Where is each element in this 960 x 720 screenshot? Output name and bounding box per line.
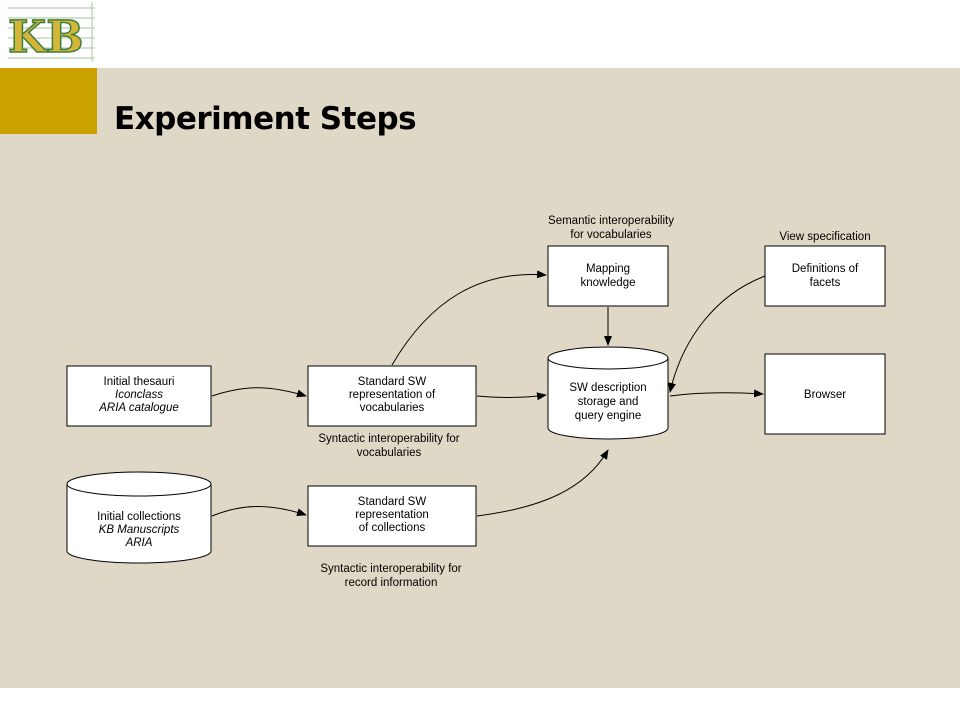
kb-logo: KB [0,0,98,64]
annotation-view-specification: View specification [779,231,870,243]
svg-text:Standard SW: Standard SW [358,376,427,388]
svg-text:Standard SW: Standard SW [358,496,427,508]
svg-text:ARIA: ARIA [125,537,153,549]
title-accent-block [0,68,97,134]
svg-text:record information: record information [345,577,438,589]
edge-vocabularies-to-mapping [391,270,547,366]
svg-text:facets: facets [810,277,841,289]
svg-text:Syntactic interoperability for: Syntactic interoperability for [318,433,459,445]
svg-text:Initial thesauri: Initial thesauri [104,376,175,388]
svg-text:representation of: representation of [349,389,436,401]
svg-text:KB Manuscripts: KB Manuscripts [99,524,180,536]
node-standard-sw-collections: Standard SW representation of collection… [307,485,477,547]
svg-text:ARIA catalogue: ARIA catalogue [98,402,178,414]
svg-text:Initial collections: Initial collections [97,511,181,523]
svg-text:representation: representation [355,509,429,521]
svg-text:vocabularies: vocabularies [360,402,425,414]
node-browser: Browser [764,353,886,435]
svg-text:knowledge: knowledge [581,277,636,289]
svg-text:Semantic interoperability: Semantic interoperability [548,215,674,227]
svg-text:Syntactic interoperability for: Syntactic interoperability for [320,563,461,575]
svg-text:View specification: View specification [779,231,870,243]
annotation-semantic-interoperability: Semantic interoperability for vocabulari… [548,215,674,241]
node-initial-collections: Initial collections KB Manuscripts ARIA [66,471,212,564]
edge-collections-to-collections-rep [211,506,307,517]
annotation-syntactic-vocabularies: Syntactic interoperability for vocabular… [318,433,459,459]
edge-thesauri-to-vocabularies [211,387,307,398]
node-sw-description-engine: SW description storage and query engine [547,346,669,440]
edge-engine-to-browser [669,389,764,398]
svg-text:SW description: SW description [569,382,646,394]
svg-text:storage and: storage and [578,396,639,408]
svg-text:Mapping: Mapping [586,263,630,275]
annotation-syntactic-record: Syntactic interoperability for record in… [320,563,461,589]
slide-title: Experiment Steps [114,101,417,137]
svg-text:vocabularies: vocabularies [357,447,422,459]
svg-text:Iconclass: Iconclass [115,389,163,401]
node-initial-thesauri: Initial thesauri Iconclass ARIA catalogu… [66,365,212,427]
node-definitions-of-facets: Definitions of facets [764,245,886,307]
svg-text:for vocabularies: for vocabularies [570,229,651,241]
edge-facets-to-engine [668,275,766,393]
node-mapping-knowledge: Mapping knowledge [547,245,669,307]
svg-text:Browser: Browser [804,389,846,401]
slide-footer [0,688,960,720]
svg-text:query engine: query engine [575,410,642,422]
logo-text: KB [8,12,83,63]
slide-header [0,0,960,68]
node-standard-sw-vocabularies: Standard SW representation of vocabulari… [307,365,477,427]
edge-vocabularies-to-engine [476,392,547,401]
svg-text:Definitions of: Definitions of [792,263,859,275]
edge-collections-rep-to-engine [476,449,609,517]
svg-text:of collections: of collections [359,522,426,534]
